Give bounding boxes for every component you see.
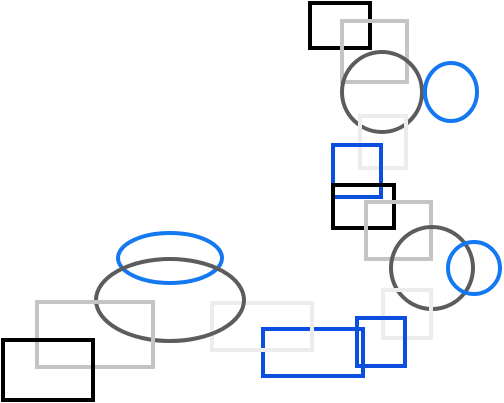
pale-gray-rectangle-14	[210, 301, 314, 352]
light-gray-rectangle-8	[364, 200, 433, 261]
sky-blue-ellipse-15	[116, 231, 224, 285]
light-gray-rectangle-2	[340, 19, 409, 84]
sky-blue-ellipse-4	[423, 61, 479, 123]
black-rectangle-7	[331, 183, 396, 230]
royal-blue-rectangle-12	[355, 316, 407, 368]
sky-blue-circle-10	[446, 240, 502, 296]
dark-gray-circle-3	[340, 50, 424, 134]
royal-blue-rectangle-6	[331, 143, 383, 199]
black-rectangle-18	[1, 338, 95, 402]
